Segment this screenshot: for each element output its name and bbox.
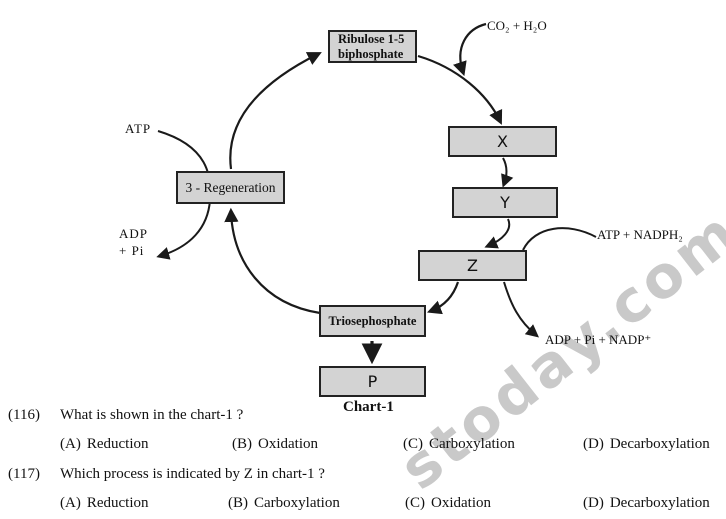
question-116-option-d: (D) Decarboxylation — [583, 436, 710, 453]
question-116-text: What is shown in the chart-1 ? — [60, 407, 244, 423]
option-label: (D) — [583, 436, 604, 452]
label-adp-pi: ADP + Pi — [119, 226, 149, 258]
question-117-option-a: (A) Reduction — [60, 495, 148, 512]
arrow-z-to-triosephosphate — [426, 281, 460, 315]
question-117-option-c: (C) Oxidation — [405, 495, 491, 512]
label-adp-pi-nadp: ADP + Pi + NADP⁺ — [545, 332, 652, 347]
node-triosephosphate: Triosephosphate — [319, 305, 426, 337]
question-116-option-c: (C) Carboxylation — [403, 436, 515, 453]
question-116-number: (116) — [8, 407, 40, 423]
option-text: Carboxylation — [429, 436, 515, 452]
curve-atp-nadph2-input — [522, 227, 597, 251]
arrow-z-to-adp-output — [503, 281, 540, 338]
option-label: (B) — [228, 495, 248, 511]
option-text: Oxidation — [431, 495, 491, 511]
option-label: (A) — [60, 495, 81, 511]
question-116-option-a: (A) Reduction — [60, 436, 148, 453]
option-label: (A) — [60, 436, 81, 452]
option-text: Reduction — [86, 436, 149, 452]
arrow-ribulose-to-x — [417, 54, 503, 125]
node-z: Z — [418, 250, 527, 281]
question-117-number: (117) — [8, 466, 40, 482]
node-x: X — [448, 126, 557, 157]
label-co2-h2o: CO₂ + H₂O — [487, 18, 547, 33]
option-label: (B) — [232, 436, 252, 452]
node-regeneration: 3 - Regeneration — [176, 171, 285, 204]
question-117-option-b: (B) Carboxylation — [228, 495, 340, 512]
option-text: Oxidation — [258, 436, 318, 452]
chart-caption: Chart-1 — [343, 399, 394, 415]
question-117-option-d: (D) Decarboxylation — [583, 495, 710, 512]
question-117-text: Which process is indicated by Z in chart… — [60, 466, 325, 482]
node-ribulose-biphosphate: Ribulose 1-5 biphosphate — [328, 30, 417, 63]
option-label: (D) — [583, 495, 604, 511]
question-116-option-b: (B) Oxidation — [232, 436, 318, 453]
option-text: Reduction — [86, 495, 149, 511]
node-y: Y — [452, 187, 558, 218]
arrow-x-to-y — [501, 157, 514, 188]
option-text: Decarboxylation — [609, 436, 710, 452]
arrow-y-to-z — [484, 218, 511, 249]
option-text: Decarboxylation — [609, 495, 710, 511]
option-label: (C) — [405, 495, 425, 511]
arrow-regeneration-to-ribulose — [229, 52, 322, 170]
node-p: P — [319, 366, 426, 397]
label-atp: ATP — [125, 121, 152, 136]
label-atp-nadph2: ATP + NADPH₂ — [597, 227, 683, 242]
arrow-triosephosphate-to-regeneration — [224, 207, 321, 315]
option-text: Carboxylation — [254, 495, 340, 511]
arrow-co2-input — [453, 22, 487, 77]
option-label: (C) — [403, 436, 423, 452]
